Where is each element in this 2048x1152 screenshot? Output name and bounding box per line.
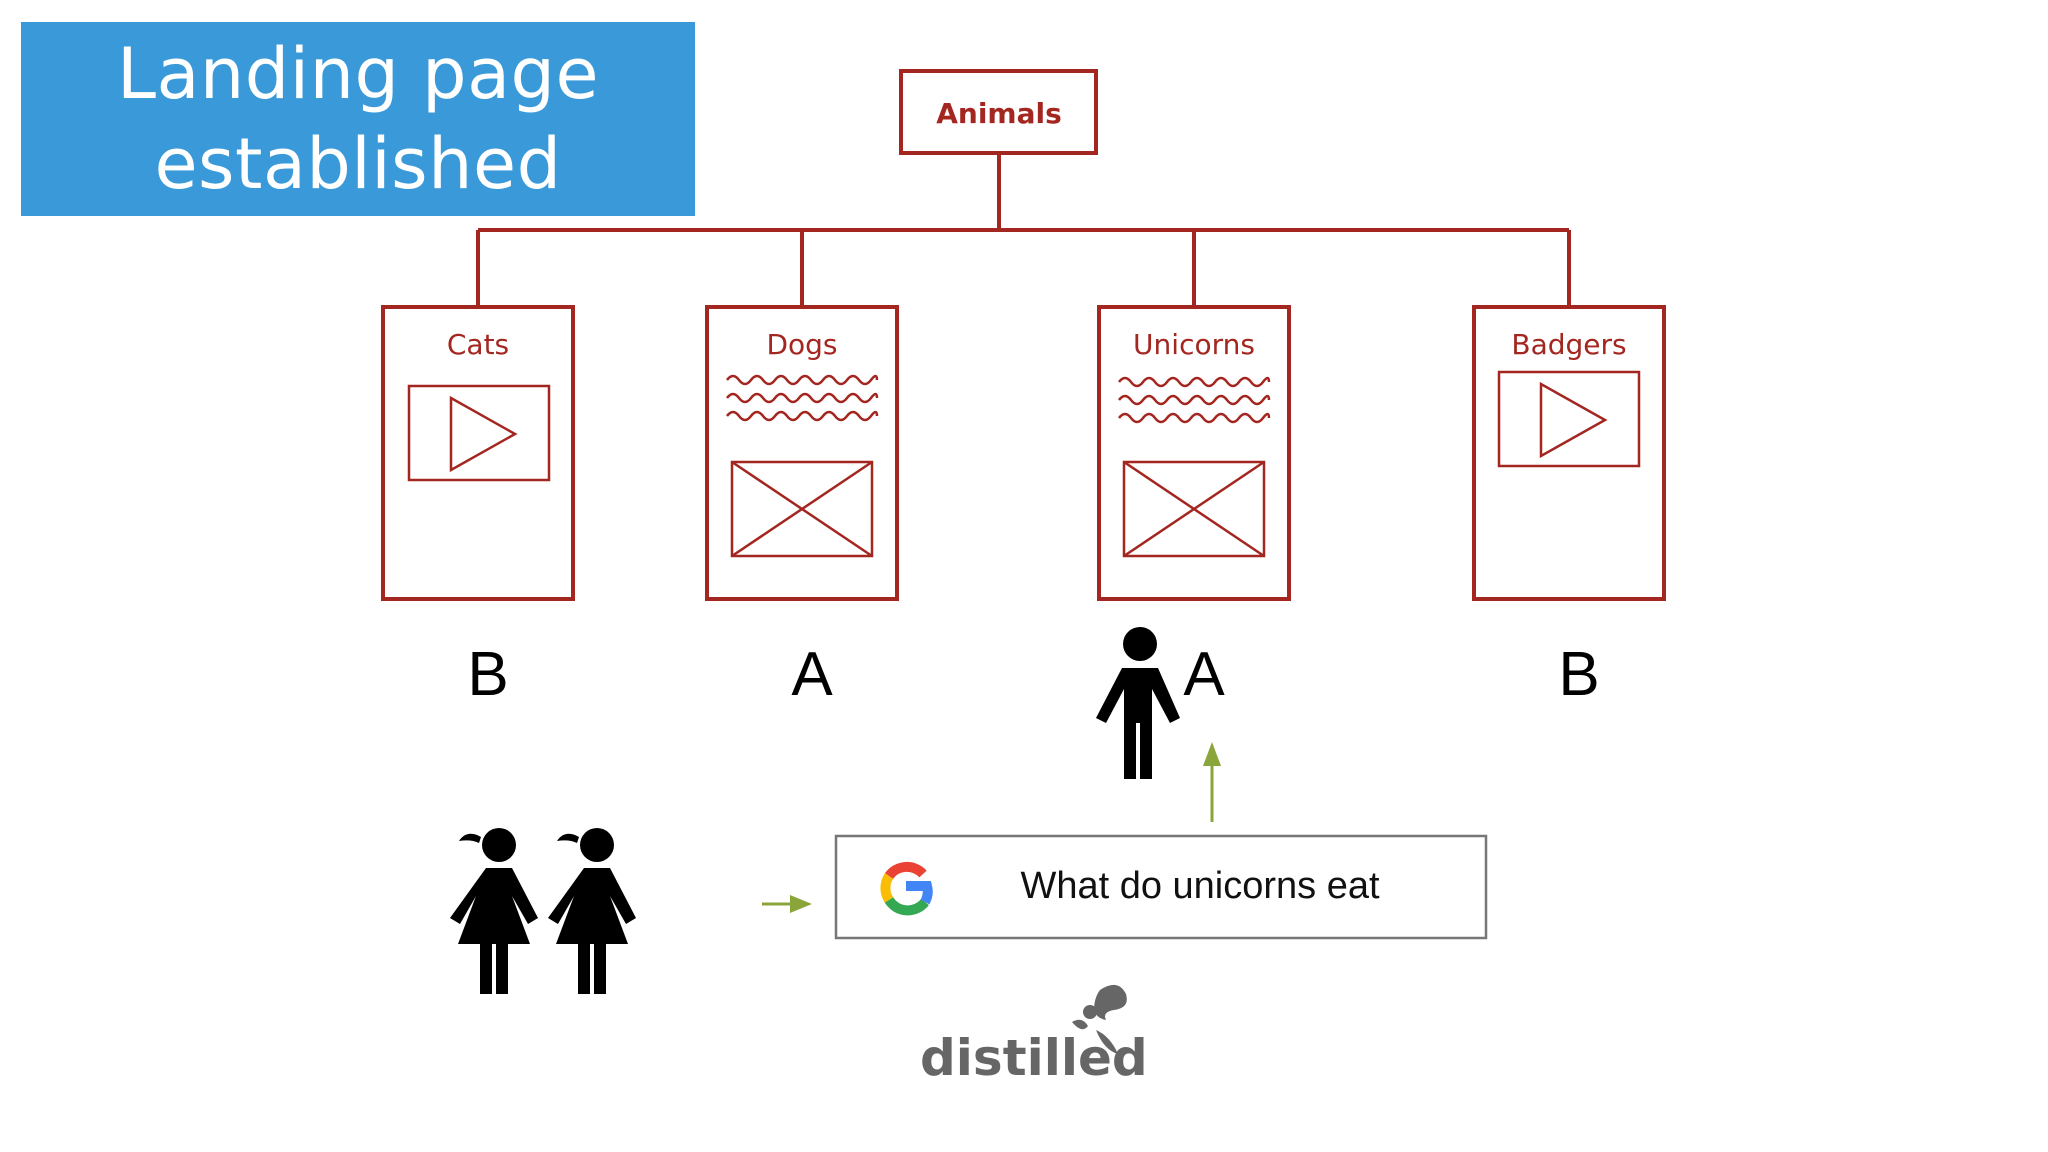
text-lines-icon	[1118, 376, 1271, 424]
root-node-animals: Animals	[899, 69, 1098, 155]
page-label-dogs: Dogs	[766, 328, 837, 361]
slide-title-line2: established	[154, 123, 562, 205]
arrow-right-icon	[762, 895, 812, 913]
tree-connectors	[476, 153, 1571, 307]
google-logo-icon	[880, 861, 933, 916]
page-node-badgers: Badgers	[1472, 305, 1666, 601]
image-placeholder-icon	[730, 460, 874, 558]
page-node-cats: Cats	[381, 305, 575, 601]
grade-cats: B	[467, 640, 508, 709]
grade-unicorns: A	[1183, 640, 1225, 709]
page-label-cats: Cats	[447, 328, 509, 361]
logo-text: distilled	[920, 1029, 1148, 1087]
page-node-dogs: Dogs	[705, 305, 899, 601]
splash-icon	[1072, 984, 1127, 1054]
page-label-unicorns: Unicorns	[1133, 328, 1255, 361]
page-label-badgers: Badgers	[1511, 328, 1626, 361]
arrow-up-icon	[1203, 742, 1221, 822]
slide-title: Landing page established	[21, 22, 695, 216]
image-placeholder-icon	[1122, 460, 1266, 558]
page-node-unicorns: Unicorns	[1097, 305, 1291, 601]
root-node-label: Animals	[936, 97, 1062, 130]
slide-title-line1: Landing page	[116, 33, 600, 115]
grade-dogs: A	[791, 640, 833, 709]
search-box: What do unicorns eat	[834, 834, 1488, 940]
person-icon	[1096, 627, 1180, 779]
distilled-logo: distilled	[920, 984, 1148, 1087]
text-lines-icon	[726, 374, 879, 422]
girl-icon	[450, 828, 538, 994]
search-query: What do unicorns eat	[1020, 865, 1380, 907]
video-icon	[1497, 370, 1641, 468]
grade-badgers: B	[1558, 640, 1599, 709]
video-icon	[407, 384, 551, 482]
girl-icon	[548, 828, 636, 994]
